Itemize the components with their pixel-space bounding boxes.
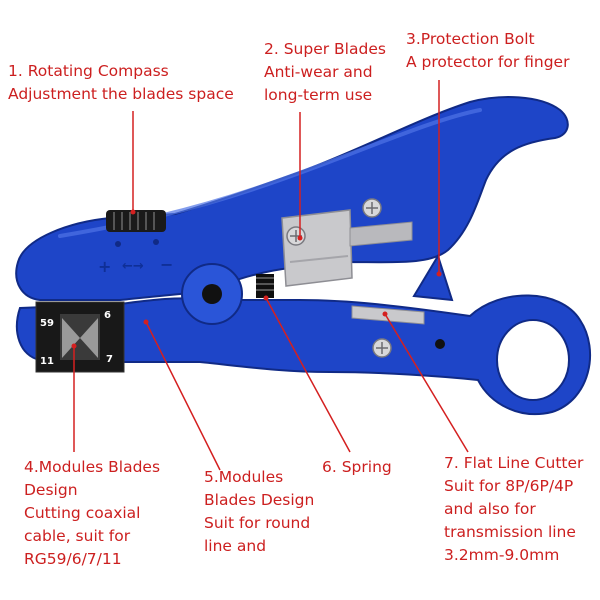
leader-line-spring xyxy=(265,297,351,453)
leader-endpoints xyxy=(71,209,442,349)
pivot-bolt xyxy=(202,284,222,304)
callout-line: Blades Design xyxy=(204,491,315,509)
callout-line: 4.Modules Blades xyxy=(24,458,161,476)
callout-line: 5.Modules xyxy=(204,468,284,486)
callout-modules-blades-coaxial: 4.Modules Blades Design Cutting coaxial … xyxy=(24,456,160,571)
finger-ring xyxy=(496,319,570,401)
callout-line: cable, suit for xyxy=(24,527,131,545)
callout-line: transmission line xyxy=(444,523,576,541)
rivet xyxy=(435,339,445,349)
callout-line: line and xyxy=(204,537,267,555)
module-label-7: 7 xyxy=(106,354,113,365)
protection-bolt xyxy=(412,253,454,302)
callout-line: 1. Rotating Compass xyxy=(8,62,169,80)
super-blade xyxy=(281,209,353,287)
flat-line-cutter-blade xyxy=(351,305,425,325)
module-blade-block: 59 6 11 7 xyxy=(35,301,125,373)
callout-line: and also for xyxy=(444,500,536,518)
blade-extension xyxy=(349,221,413,247)
callout-line: Design xyxy=(24,481,78,499)
callout-rotating-compass: 1. Rotating Compass Adjustment the blade… xyxy=(8,60,234,106)
callout-line: 7. Flat Line Cutter xyxy=(444,454,584,472)
blade-edge xyxy=(289,255,349,263)
callout-protection-bolt: 3.Protection Bolt A protector for finger xyxy=(406,28,569,74)
callout-line: Suit for 8P/6P/4P xyxy=(444,477,574,495)
callout-line: Suit for round xyxy=(204,514,311,532)
module-label-6: 6 xyxy=(104,310,111,321)
indicator-dot xyxy=(115,241,121,247)
lower-handle xyxy=(15,294,592,416)
dial-plus-symbol: + xyxy=(98,257,111,276)
callout-line: Cutting coaxial xyxy=(24,504,141,522)
callout-line: 3.Protection Bolt xyxy=(406,30,535,48)
callout-flat-line-cutter: 7. Flat Line Cutter Suit for 8P/6P/4P an… xyxy=(444,452,583,567)
leader-lines xyxy=(73,80,469,471)
callout-line: Anti-wear and xyxy=(264,63,373,81)
callout-line: Adjustment the blades space xyxy=(8,85,234,103)
screw-icon xyxy=(362,198,382,218)
callout-line: long-term use xyxy=(264,86,373,104)
callout-line: A protector for finger xyxy=(406,53,570,71)
leader-line-flat-cutter xyxy=(384,313,469,453)
callout-line: 2. Super Blades xyxy=(264,40,386,58)
callout-line: 6. Spring xyxy=(322,458,392,476)
module-label-11: 11 xyxy=(40,356,54,367)
dial-minus-symbol: − xyxy=(160,255,173,274)
callout-spring: 6. Spring xyxy=(322,456,392,479)
callout-line: 3.2mm-9.0mm xyxy=(444,546,560,564)
module-label-59: 59 xyxy=(40,318,54,329)
screw-icon xyxy=(372,338,392,358)
screw-icon xyxy=(286,226,306,246)
leader-line-modules-round xyxy=(145,321,221,471)
callout-line: RG59/6/7/11 xyxy=(24,550,122,568)
rotating-compass-wheel xyxy=(106,210,166,232)
dial-arrows-symbol: ←→ xyxy=(122,259,144,274)
indicator-dot xyxy=(153,239,159,245)
callout-super-blades: 2. Super Blades Anti-wear and long-term … xyxy=(264,38,386,107)
callout-modules-blades-round: 5.Modules Blades Design Suit for round l… xyxy=(204,466,314,558)
spring xyxy=(256,274,274,298)
